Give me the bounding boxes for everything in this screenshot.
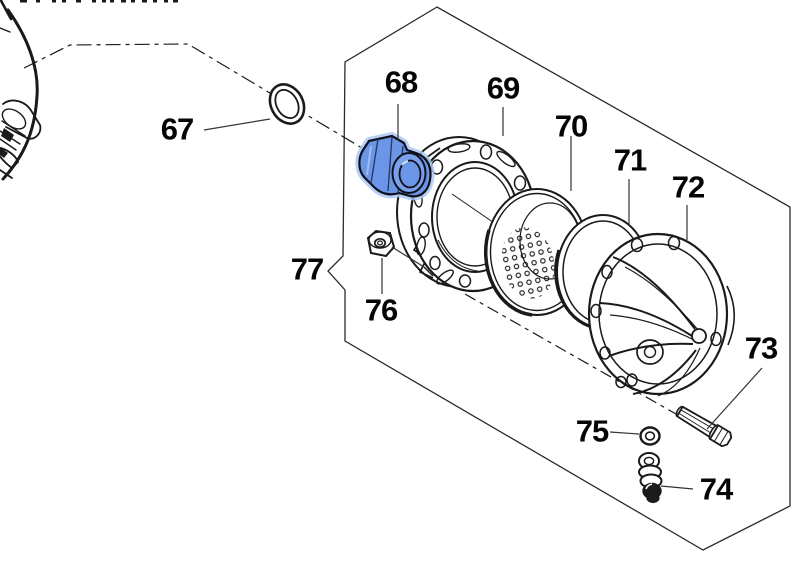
part-67-seal-ring (268, 83, 306, 125)
callout-71-diaphragm-ring: 71 (613, 142, 647, 178)
callout-75-washer: 75 (575, 413, 609, 449)
part-75-washer (639, 426, 661, 446)
cropped-top-marks (20, 0, 178, 3)
bolt-axis-line (464, 293, 677, 415)
callout-73-hex-bolt: 73 (744, 330, 778, 366)
callout-76-nut: 76 (364, 292, 398, 328)
assembly-boundary-outline (327, 6, 791, 551)
part-76-nut (366, 229, 396, 258)
callout-68-fitting: 68 (384, 64, 418, 100)
callout-70-perforated-plate: 70 (554, 108, 588, 144)
leader-lines (203, 104, 763, 490)
part-74-barb-fitting (638, 452, 663, 504)
callout-69-flange-ring: 69 (486, 70, 520, 106)
part-72-dome-cover (587, 232, 736, 397)
callout-77-assembly-boundary: 77 (290, 251, 324, 287)
part-68-fitting-highlighted (355, 132, 435, 201)
callout-67-seal-ring: 67 (160, 111, 194, 147)
machine-body-partial (0, 0, 42, 181)
callout-72-dome-cover: 72 (671, 169, 705, 205)
callout-74-barb-fitting: 74 (699, 471, 733, 507)
part-73-hex-bolt (675, 405, 733, 448)
